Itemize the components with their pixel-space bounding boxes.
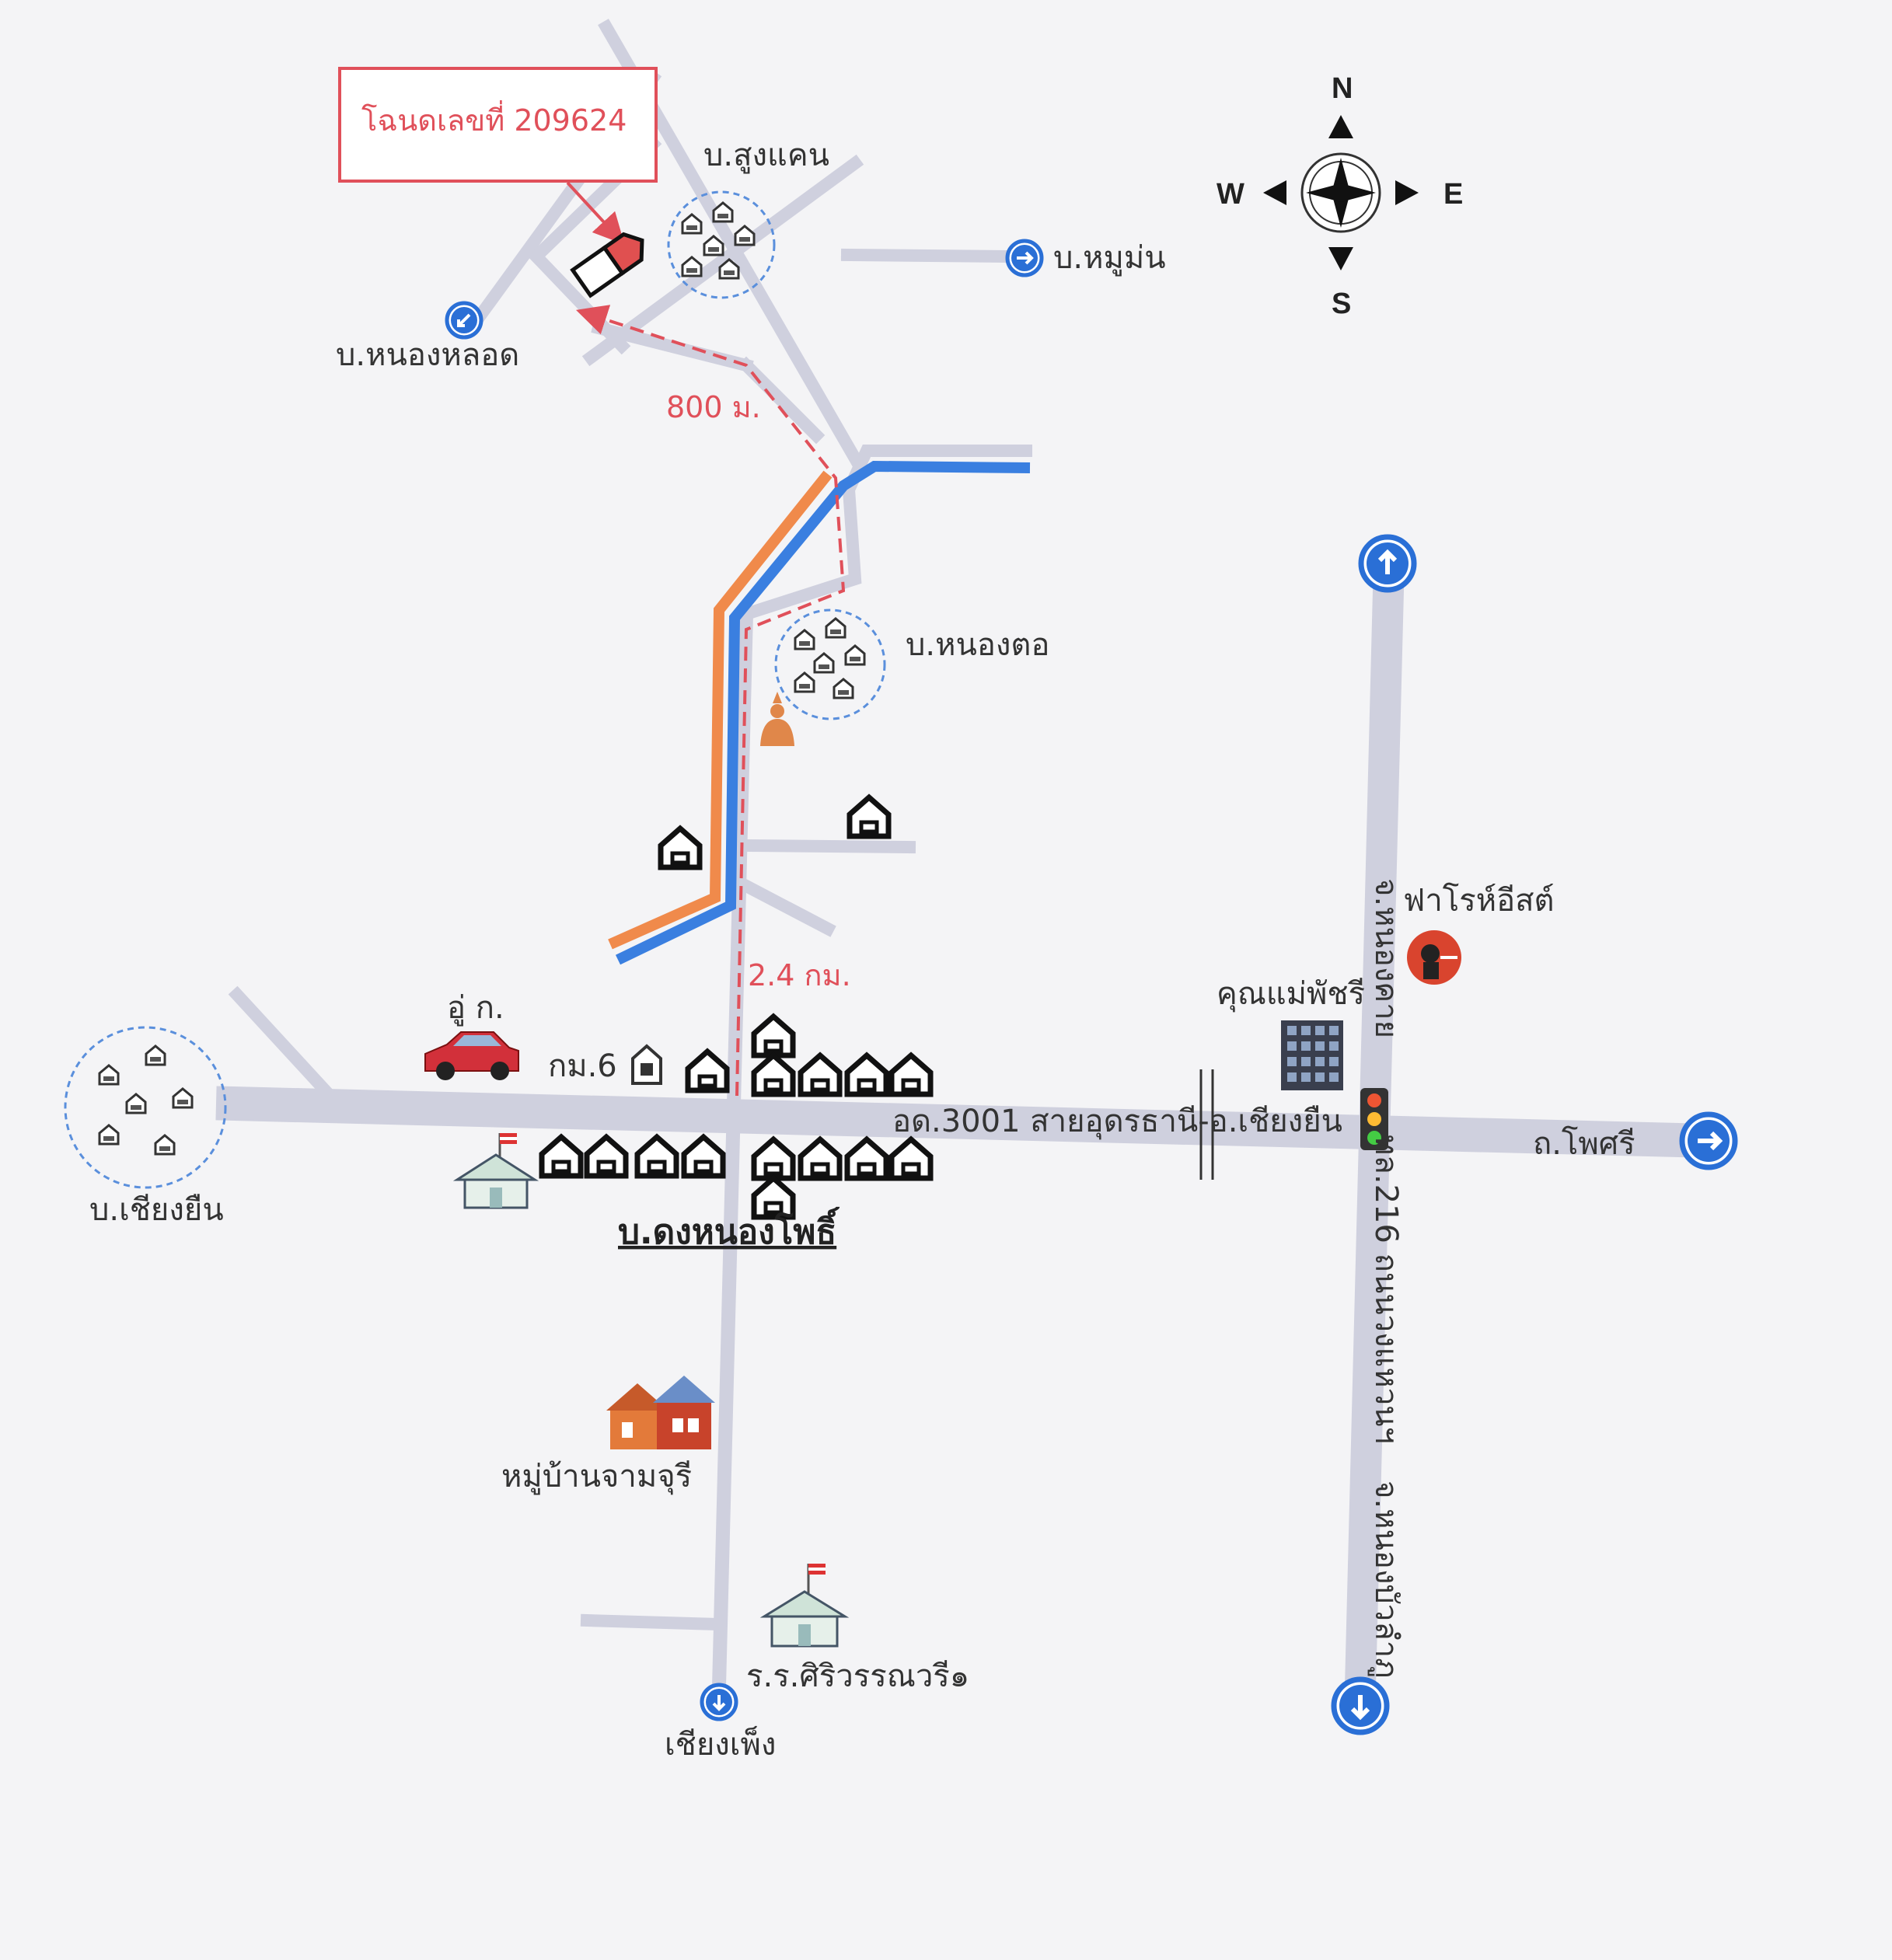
label-km6: กม.6 xyxy=(548,1048,617,1084)
road-diag-west xyxy=(228,985,336,1101)
road-north-8 xyxy=(737,356,826,445)
label-nong-khai: จ.หนองคาย xyxy=(1368,878,1404,1038)
village-cluster-nong-tor xyxy=(774,609,886,720)
label-sung-khaen: บ.สูงแคน xyxy=(703,138,829,173)
temple-icon xyxy=(760,692,794,746)
rail-crossing xyxy=(1199,1069,1214,1180)
car-icon xyxy=(424,1031,519,1080)
government-building-icon xyxy=(452,1133,539,1209)
sign-mu-mon xyxy=(1007,241,1042,275)
label-garage: อู่ ก. xyxy=(447,990,504,1026)
blue-line xyxy=(615,460,1031,965)
road-school-spur xyxy=(580,1613,726,1631)
compass-w: W xyxy=(1217,178,1244,211)
village-cluster-chiang-yuen xyxy=(64,1026,227,1189)
road-north-4 xyxy=(581,154,864,367)
housing-estate-icon xyxy=(606,1376,715,1449)
label-800m: 800 ม. xyxy=(666,390,761,424)
sign-pho-si xyxy=(1682,1114,1735,1167)
label-nong-tor: บ.หนองตอ xyxy=(906,627,1049,663)
label-jam-juri: หมู่บ้านจามจุรี xyxy=(501,1459,692,1495)
sign-nong-khai xyxy=(1361,537,1414,590)
office-building-icon xyxy=(1281,1020,1343,1090)
label-school: ร.ร.ศิริวรรณวรี๑ xyxy=(746,1658,969,1694)
road-network xyxy=(215,19,1728,1703)
local-road-ns xyxy=(711,606,754,1694)
compass-rose: N E S W xyxy=(1217,72,1463,320)
village-cluster-sung-khaen xyxy=(667,190,776,299)
label-hwy216: ทล.216 ถนนวงแหวนฯ xyxy=(1368,1135,1404,1444)
deed-box: โฉนดเลขที่ 209624 xyxy=(338,67,658,245)
km-marker-icon xyxy=(631,1044,662,1085)
sign-nong-lot xyxy=(447,303,481,337)
restaurant-icon xyxy=(1407,930,1461,985)
label-nong-lot: บ.หนองหลอด xyxy=(336,337,519,373)
road-spur-1 xyxy=(739,839,916,854)
label-farhorizon: ฟาโรห์อีสต์ xyxy=(1403,883,1555,919)
sign-chiang-phueng xyxy=(702,1685,736,1719)
label-chiang-phueng: เชียงเพ็ง xyxy=(665,1725,776,1763)
orange-line xyxy=(608,470,833,950)
route-dashed xyxy=(575,305,846,1097)
compass-e: E xyxy=(1443,178,1463,211)
deed-label: โฉนดเลขที่ 209624 xyxy=(361,100,627,138)
label-nong-bua: จ.หนองบัวลำภู xyxy=(1368,1480,1404,1679)
label-pho-si: ถ.โพศรี xyxy=(1533,1126,1635,1162)
sign-nong-bua xyxy=(1334,1679,1387,1732)
label-mu-mon: บ.หมูม่น xyxy=(1053,240,1166,276)
label-chiang-yuen: บ.เชียงยืน xyxy=(89,1192,224,1228)
label-dong-nong-pho: บ.ดงหนองโพธิ์ xyxy=(618,1206,840,1252)
school-icon xyxy=(759,1564,850,1648)
label-2-4km: 2.4 กม. xyxy=(748,958,851,992)
road-spur-2 xyxy=(738,877,836,937)
road-north-link xyxy=(738,445,1032,623)
main-road xyxy=(215,1086,1728,1159)
plot-marker xyxy=(570,232,644,298)
road-north-6 xyxy=(840,248,1018,263)
compass-s: S xyxy=(1332,288,1351,320)
label-khun-mae: คุณแม่พัชรี xyxy=(1217,976,1365,1013)
traffic-light-icon xyxy=(1360,1088,1388,1150)
compass-n: N xyxy=(1332,72,1353,105)
road-north-7 xyxy=(591,320,754,373)
label-main-road: อด.3001 สายอุดรธานี-อ.เชียงยืน xyxy=(892,1104,1342,1140)
